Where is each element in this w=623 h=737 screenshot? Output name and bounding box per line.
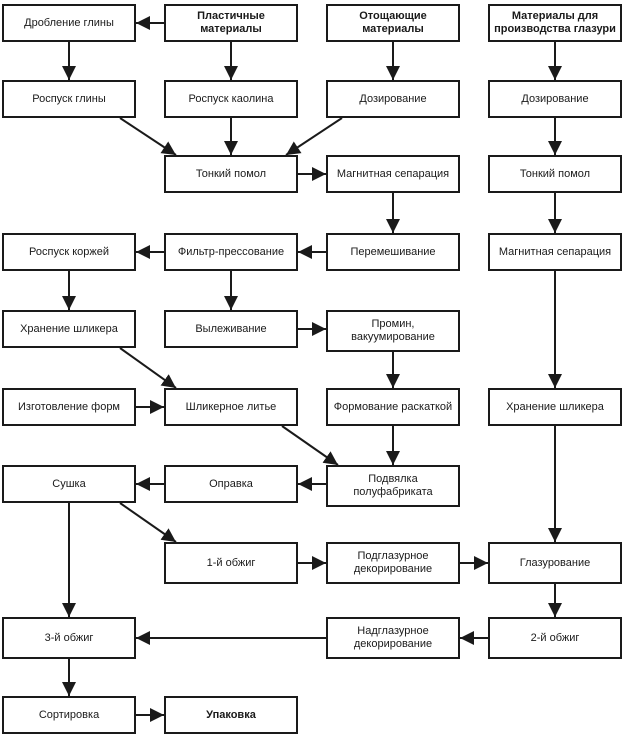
node-magnetic-separation-glaze: Магнитная сепарация [488, 233, 622, 271]
arrow-clay_dissolve-to-fine_grinding_1 [119, 117, 177, 156]
node-pugging: Промин, вакуумирование [326, 310, 460, 352]
node-sorting: Сортировка [2, 696, 136, 734]
arrow-dosing_1-to-fine_grinding_1 [285, 117, 343, 156]
node-filter-pressing: Фильтр-прессование [164, 233, 298, 271]
node-slip-casting: Шликерное литье [164, 388, 298, 426]
arrow-drying-to-first_firing [119, 502, 177, 543]
node-dosing-glaze: Дозирование [488, 80, 622, 118]
node-aging: Вылеживание [164, 310, 298, 348]
node-fine-grinding-glaze: Тонкий помол [488, 155, 622, 193]
node-mixing: Перемешивание [326, 233, 460, 271]
node-dosing-lean: Дозирование [326, 80, 460, 118]
node-slip-storage-glaze: Хранение шликера [488, 388, 622, 426]
node-third-firing: 3-й обжиг [2, 617, 136, 659]
node-mold-making: Изготовление форм [2, 388, 136, 426]
node-second-firing: 2-й обжиг [488, 617, 622, 659]
node-first-firing: 1-й обжиг [164, 542, 298, 584]
node-cake-dissolve: Роспуск коржей [2, 233, 136, 271]
node-glazing: Глазурование [488, 542, 622, 584]
arrow-slip_casting-to-semi_drying [281, 425, 339, 466]
node-roller-forming: Формование раскаткой [326, 388, 460, 426]
node-semi-drying: Подвялка полуфабриката [326, 465, 460, 507]
node-slip-storage-body: Хранение шликера [2, 310, 136, 348]
node-kaolin-dissolve: Роспуск каолина [164, 80, 298, 118]
node-clay-dissolve: Роспуск глины [2, 80, 136, 118]
node-drying: Сушка [2, 465, 136, 503]
node-overglaze-decoration: Надглазурное декорирование [326, 617, 460, 659]
node-lean-materials: Отощающие материалы [326, 4, 460, 42]
node-underglaze-decoration: Подглазурное декорирование [326, 542, 460, 584]
arrow-slip_storage_1-to-slip_casting [119, 347, 177, 389]
node-crush-clay: Дробление глины [2, 4, 136, 42]
node-fine-grinding-body: Тонкий помол [164, 155, 298, 193]
node-glaze-materials: Материалы для производства глазури [488, 4, 622, 42]
node-packing: Упаковка [164, 696, 298, 734]
node-fettling: Оправка [164, 465, 298, 503]
node-plastic-materials: Пластичные материалы [164, 4, 298, 42]
node-magnetic-separation-body: Магнитная сепарация [326, 155, 460, 193]
